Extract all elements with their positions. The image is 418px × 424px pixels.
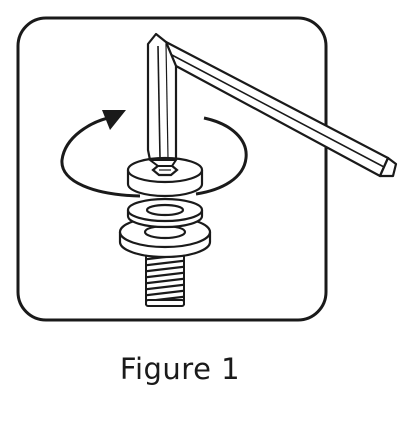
socket-head-bolt-icon xyxy=(126,156,204,198)
hex-key-icon xyxy=(146,32,398,178)
lock-washer-icon xyxy=(126,197,204,229)
hex-key-tip xyxy=(147,159,178,167)
figure-caption: Figure 1 xyxy=(119,352,241,386)
clockwise-rotation-arrow-icon xyxy=(60,110,248,198)
